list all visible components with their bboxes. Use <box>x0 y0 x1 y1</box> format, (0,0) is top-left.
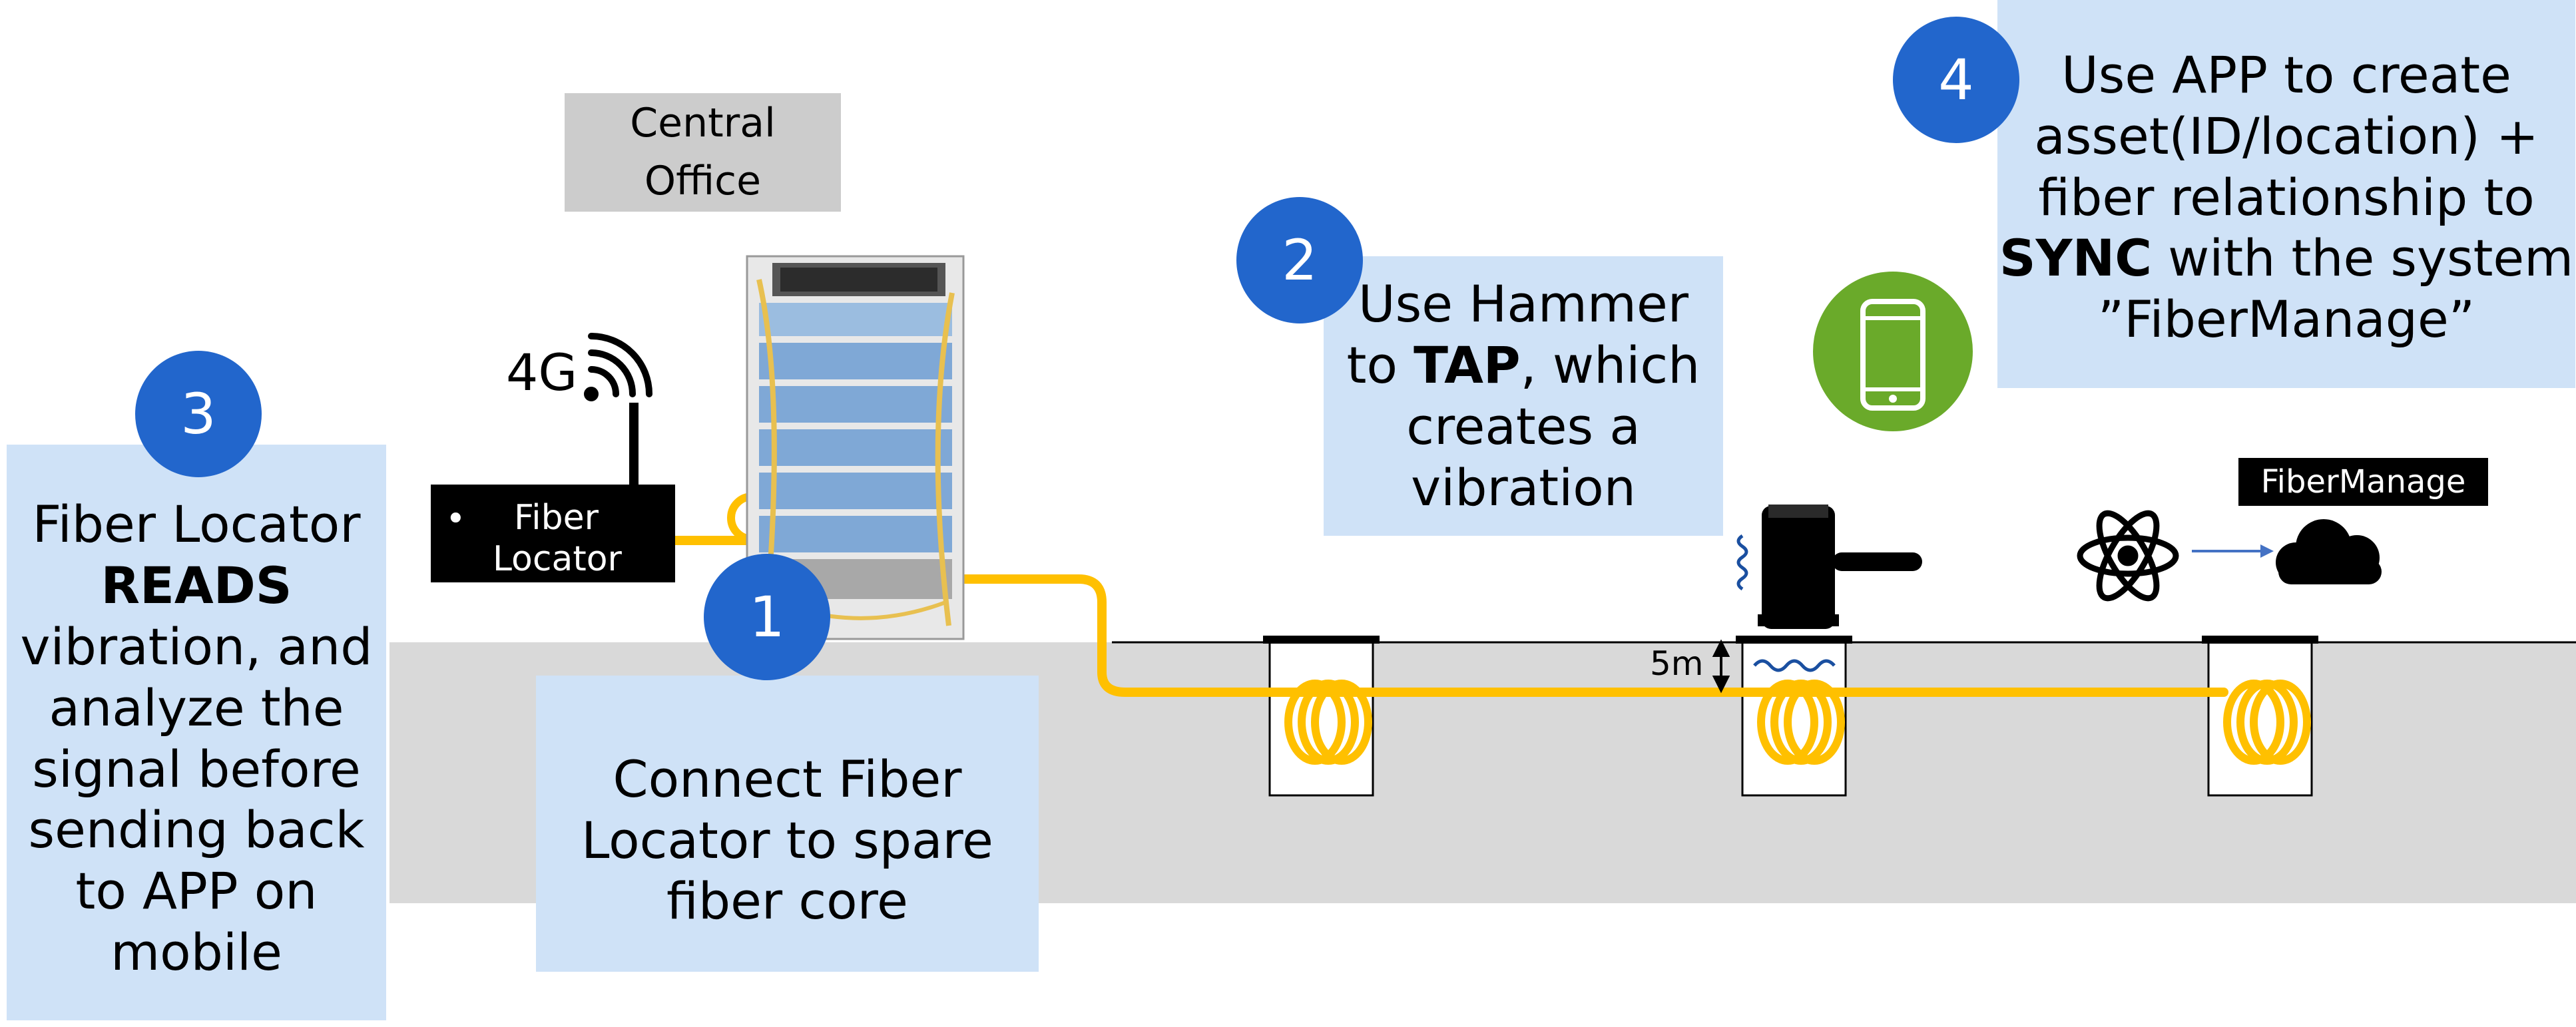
vibration-wave-icon <box>1753 659 1836 672</box>
step-2-line2-pre: to <box>1346 335 1414 395</box>
fiber-locator-line1: Fiber <box>514 498 599 538</box>
step-3-line1: Fiber Locator <box>32 494 361 554</box>
arrow-icon <box>2192 544 2274 558</box>
hammer-icon <box>1758 505 1922 629</box>
step-2-tap: TAP <box>1414 335 1521 395</box>
step-2-line2: to TAP, which <box>1347 335 1700 396</box>
handhole-1 <box>1263 636 1380 797</box>
step-3-line5: signal before <box>32 739 361 799</box>
step-1-line2: Locator to spare <box>581 810 993 870</box>
step-3-callout: Fiber Locator READS vibration, and analy… <box>7 445 386 1020</box>
hammer-vibration-icon <box>1736 534 1748 591</box>
step-1-line3: fiber core <box>666 871 908 931</box>
central-office-line1: Central <box>630 100 776 146</box>
step-3-line3: vibration, and <box>20 616 373 676</box>
fiber-locator-device: • Fiber Locator <box>431 485 675 582</box>
step-3-line7: to APP on <box>75 861 318 921</box>
fiber-coil-icon <box>1757 680 1845 765</box>
signal-label: 4G <box>506 343 578 402</box>
step-2-badge: 2 <box>1236 197 1363 323</box>
step-1-badge: 1 <box>704 554 830 680</box>
fiber-locator-line2: Locator <box>493 539 622 579</box>
step-4-line4: SYNC with the system <box>1999 228 2573 289</box>
step-1-line1: Connect Fiber <box>613 749 962 809</box>
wifi-signal-icon <box>584 333 652 401</box>
antenna <box>629 403 639 489</box>
step-4-line4-post: with the system <box>2151 228 2574 288</box>
step-3-line8: mobile <box>111 923 282 982</box>
step-4-line3: fiber relationship to <box>2038 167 2535 227</box>
step-2-line4: vibration <box>1411 457 1636 517</box>
step-3-line4: analyze the <box>49 678 344 737</box>
step-3-badge: 3 <box>135 351 262 477</box>
central-office-label: Central Office <box>565 93 841 212</box>
step-3-line6: sending back <box>28 800 365 860</box>
step-4-line5: ”FiberManage” <box>2097 290 2475 349</box>
step-2-line1: Use Hammer <box>1358 274 1688 334</box>
central-office-line2: Office <box>644 158 762 204</box>
step-4-line1: Use APP to create <box>2061 45 2511 104</box>
fiber-coil-icon <box>2223 680 2311 765</box>
step-4-callout: Use APP to create asset(ID/location) + f… <box>1997 0 2575 388</box>
step-4-badge: 4 <box>1893 17 2019 143</box>
fiber-locator-bullet: • <box>445 499 466 539</box>
step-2-callout: Use Hammer to TAP, which creates a vibra… <box>1324 256 1723 536</box>
fibermanage-text: FiberManage <box>2260 463 2466 501</box>
cloud-icon <box>2276 519 2382 584</box>
step-4-sync: SYNC <box>1999 228 2152 288</box>
depth-arrow-icon <box>1712 639 1730 694</box>
fibermanage-label: FiberManage <box>2238 458 2488 506</box>
fiber-path <box>957 574 2228 697</box>
step-4-line2: asset(ID/location) + <box>2034 106 2539 166</box>
step-2-line2-post: , which <box>1520 335 1700 395</box>
fiber-coil-icon <box>1284 680 1372 765</box>
step-2-line3: creates a <box>1406 397 1641 456</box>
atom-icon <box>2077 510 2179 602</box>
smartphone-icon <box>1813 272 1973 431</box>
handhole-3 <box>2202 636 2318 797</box>
depth-label: 5m <box>1650 644 1704 683</box>
step-3-reads: READS <box>101 555 292 615</box>
step-1-callout: Connect Fiber Locator to spare fiber cor… <box>536 676 1039 972</box>
